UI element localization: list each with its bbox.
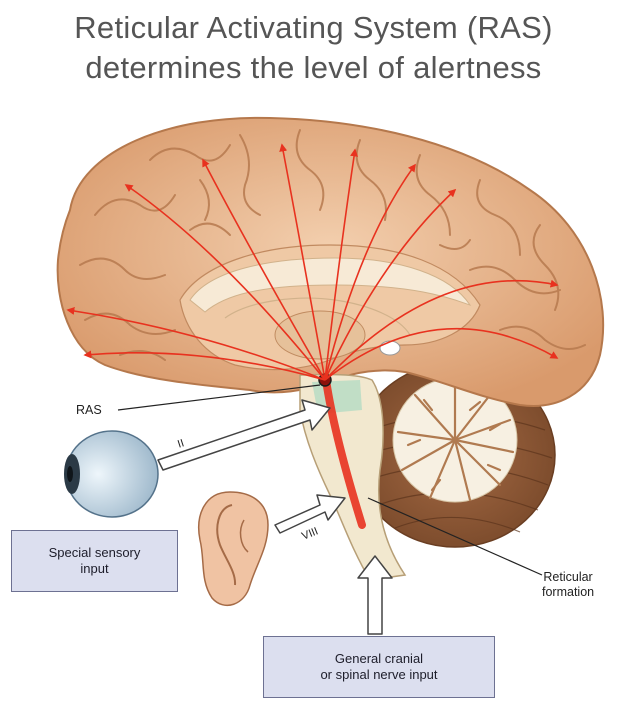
cerebrum <box>58 118 604 406</box>
ear <box>199 492 268 605</box>
eye <box>64 431 158 517</box>
general-cranial-input-box: General cranial or spinal nerve input <box>263 636 495 698</box>
reticular-formation-label: Reticular formation <box>542 570 594 600</box>
general-input-line-1: General cranial <box>320 651 437 667</box>
special-sensory-line-2: input <box>49 561 141 577</box>
ras-label: RAS <box>76 403 102 418</box>
special-sensory-line-1: Special sensory <box>49 545 141 561</box>
reticular-label-line-1: Reticular <box>542 570 594 585</box>
special-sensory-input-box: Special sensory input <box>11 530 178 592</box>
general-input-line-2: or spinal nerve input <box>320 667 437 683</box>
ras-leader-line <box>118 385 320 410</box>
optic-input-arrow <box>158 400 330 470</box>
reticular-label-line-2: formation <box>542 585 594 600</box>
